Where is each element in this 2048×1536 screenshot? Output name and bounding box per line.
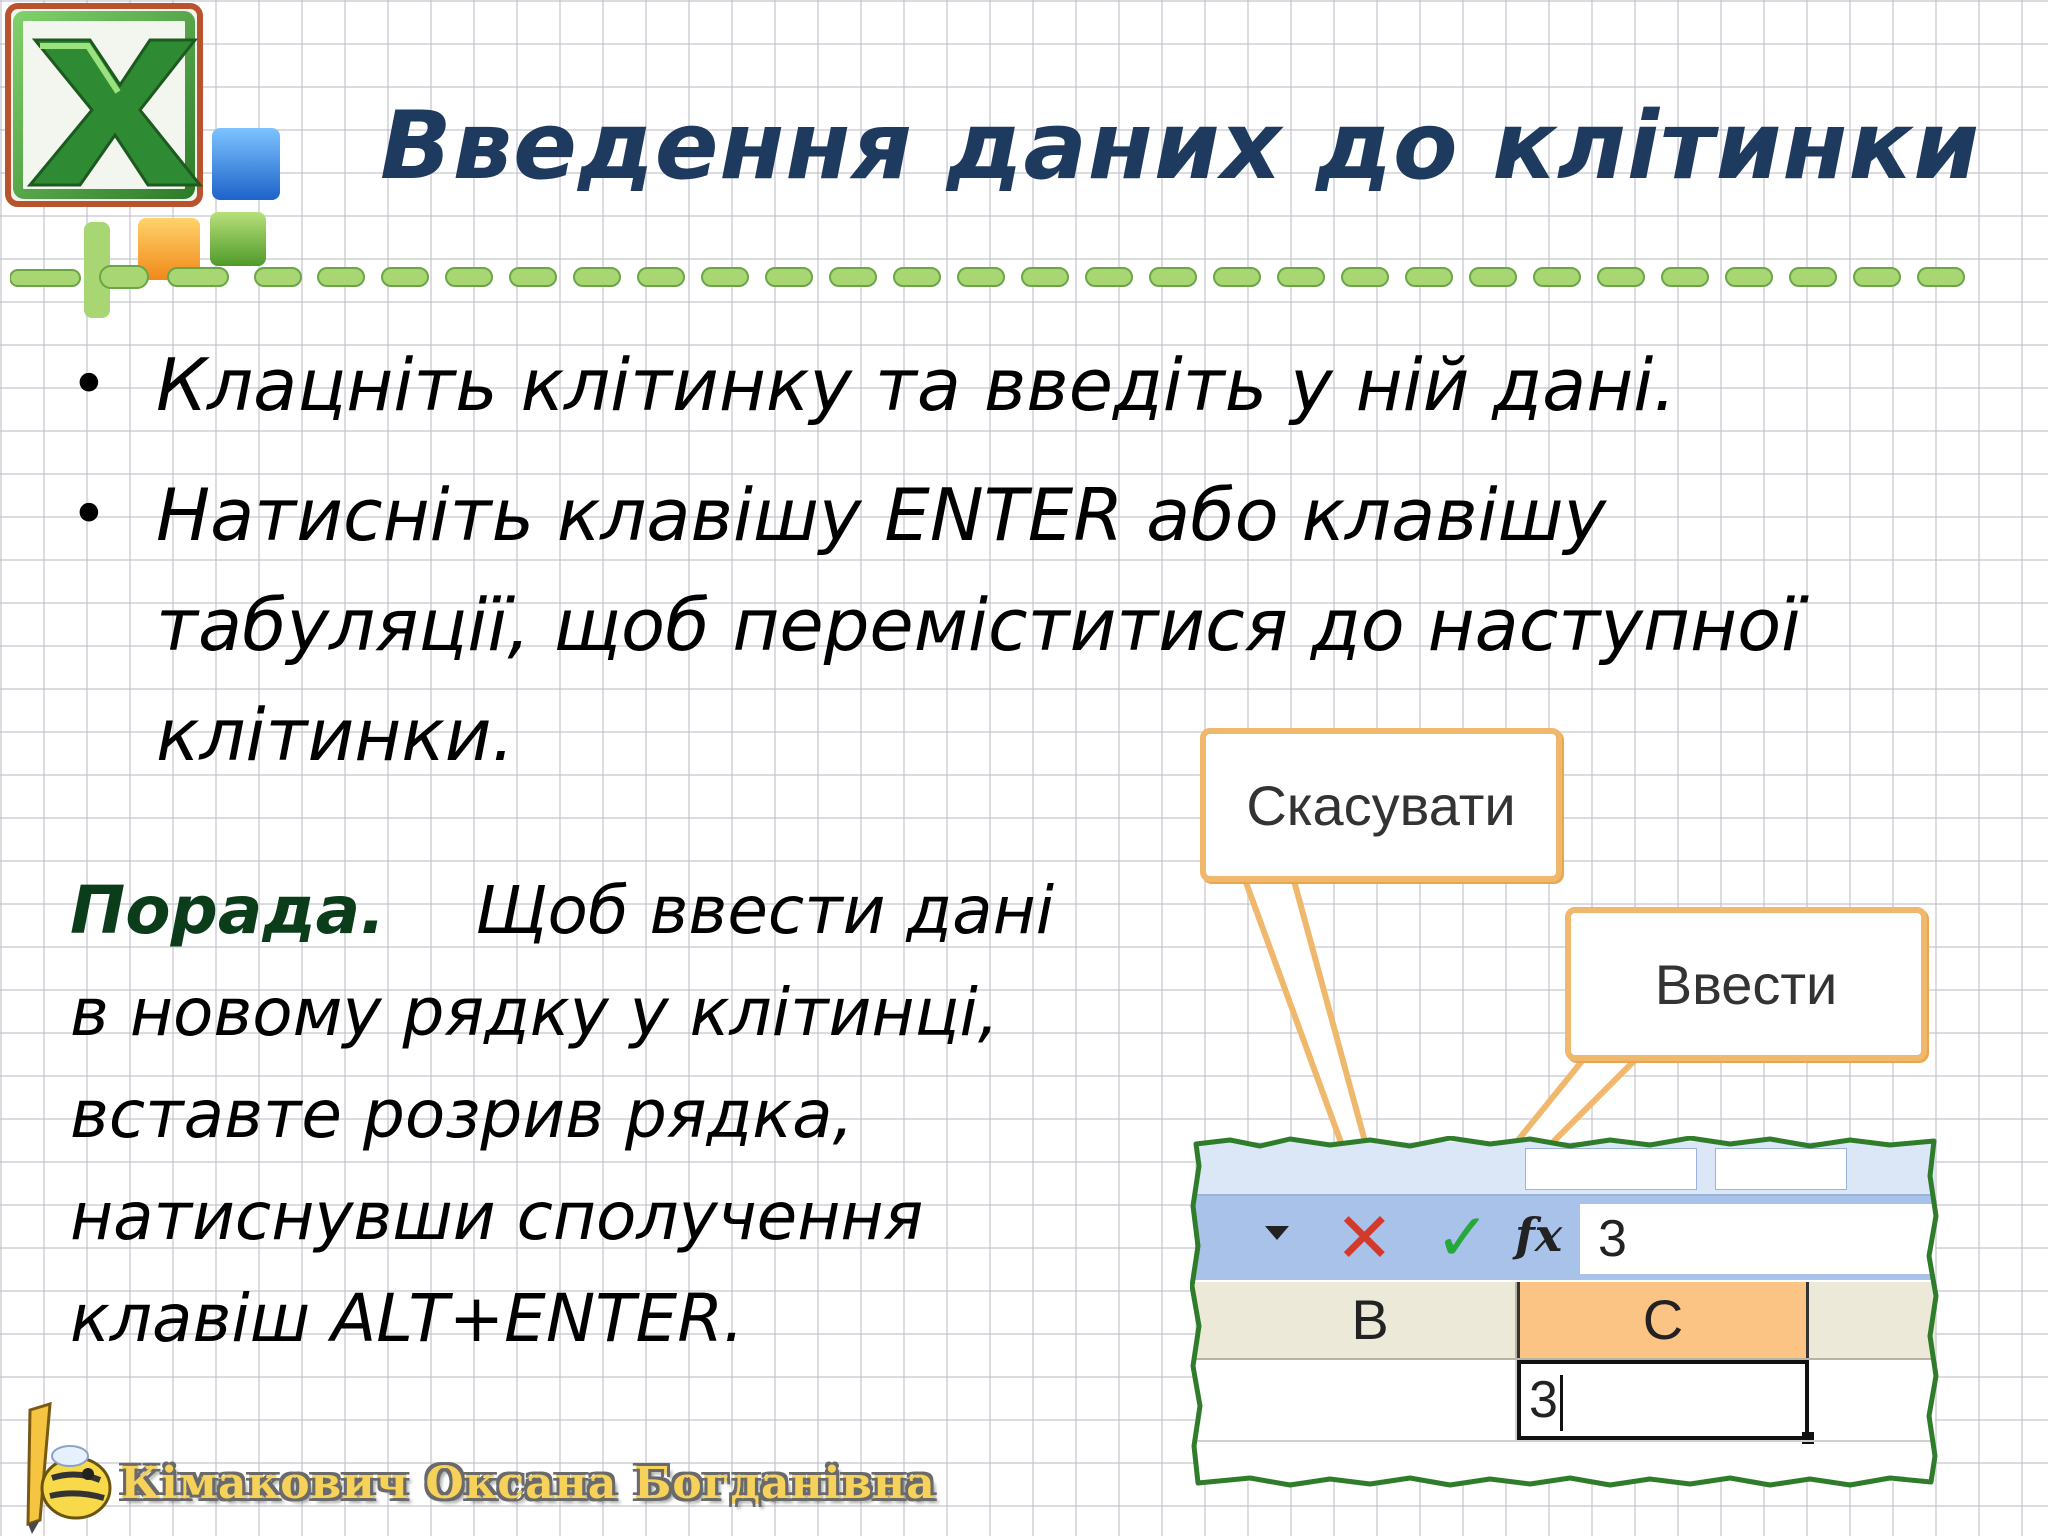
bullet-item: • Клацніть клітинку та введіть у ній дан… <box>70 330 2000 440</box>
toolbar-field <box>1715 1148 1847 1190</box>
column-header-c[interactable]: C <box>1517 1282 1809 1358</box>
author-signature: Кімакович Оксана Богданівна <box>120 1458 936 1509</box>
column-header-b[interactable]: B <box>1225 1282 1517 1358</box>
grid-area: 3 <box>1195 1360 1935 1482</box>
active-cell[interactable]: 3 <box>1517 1360 1809 1440</box>
callout-enter: Ввести <box>1565 907 1927 1061</box>
bullet-marker: • <box>70 348 108 422</box>
text-cursor <box>1559 1375 1563 1432</box>
row-gridline <box>1195 1440 1935 1442</box>
excel-screenshot: ✕ ✓ fx 3 B C 3 <box>1195 1142 1935 1482</box>
callout-enter-label: Ввести <box>1654 952 1838 1016</box>
bullet-text: Натисніть клавішу ENTER або клавішу табу… <box>156 473 1802 777</box>
formula-input[interactable]: 3 <box>1580 1204 1935 1274</box>
active-cell-value: 3 <box>1529 1371 1558 1429</box>
tip-label: Порада. <box>70 872 386 949</box>
font-size-box <box>1525 1148 1697 1190</box>
cell-b[interactable] <box>1225 1360 1517 1440</box>
tip-paragraph: Порада.Щоб ввести дані в новому рядку у … <box>70 860 1110 1370</box>
slide-title: Введення даних до клітинки <box>380 92 1981 201</box>
bee-pencil-icon <box>26 1401 112 1534</box>
callout-cancel-label: Скасувати <box>1246 773 1516 837</box>
callout-cancel: Скасувати <box>1200 728 1562 882</box>
toolbar-strip <box>1195 1142 1935 1196</box>
tip-text: Щоб ввести дані в новому рядку у клітинц… <box>70 872 1055 1357</box>
column-header-row: B C <box>1195 1282 1935 1360</box>
bullet-item: • Натисніть клавішу ENTER або клавішу та… <box>70 460 2000 790</box>
formula-bar: ✕ ✓ fx 3 <box>1195 1196 1935 1280</box>
name-box-dropdown-icon[interactable] <box>1265 1226 1289 1240</box>
bullet-marker: • <box>70 478 108 552</box>
excel-logo-icon <box>5 3 280 318</box>
enter-check-icon[interactable]: ✓ <box>1435 1199 1491 1276</box>
bullet-text: Клацніть клітинку та введіть у ній дані. <box>156 343 1677 427</box>
dotted-separator <box>10 265 1965 289</box>
fill-handle[interactable] <box>1802 1432 1814 1444</box>
cancel-icon[interactable]: ✕ <box>1335 1197 1394 1279</box>
insert-function-icon[interactable]: fx <box>1515 1208 1563 1262</box>
